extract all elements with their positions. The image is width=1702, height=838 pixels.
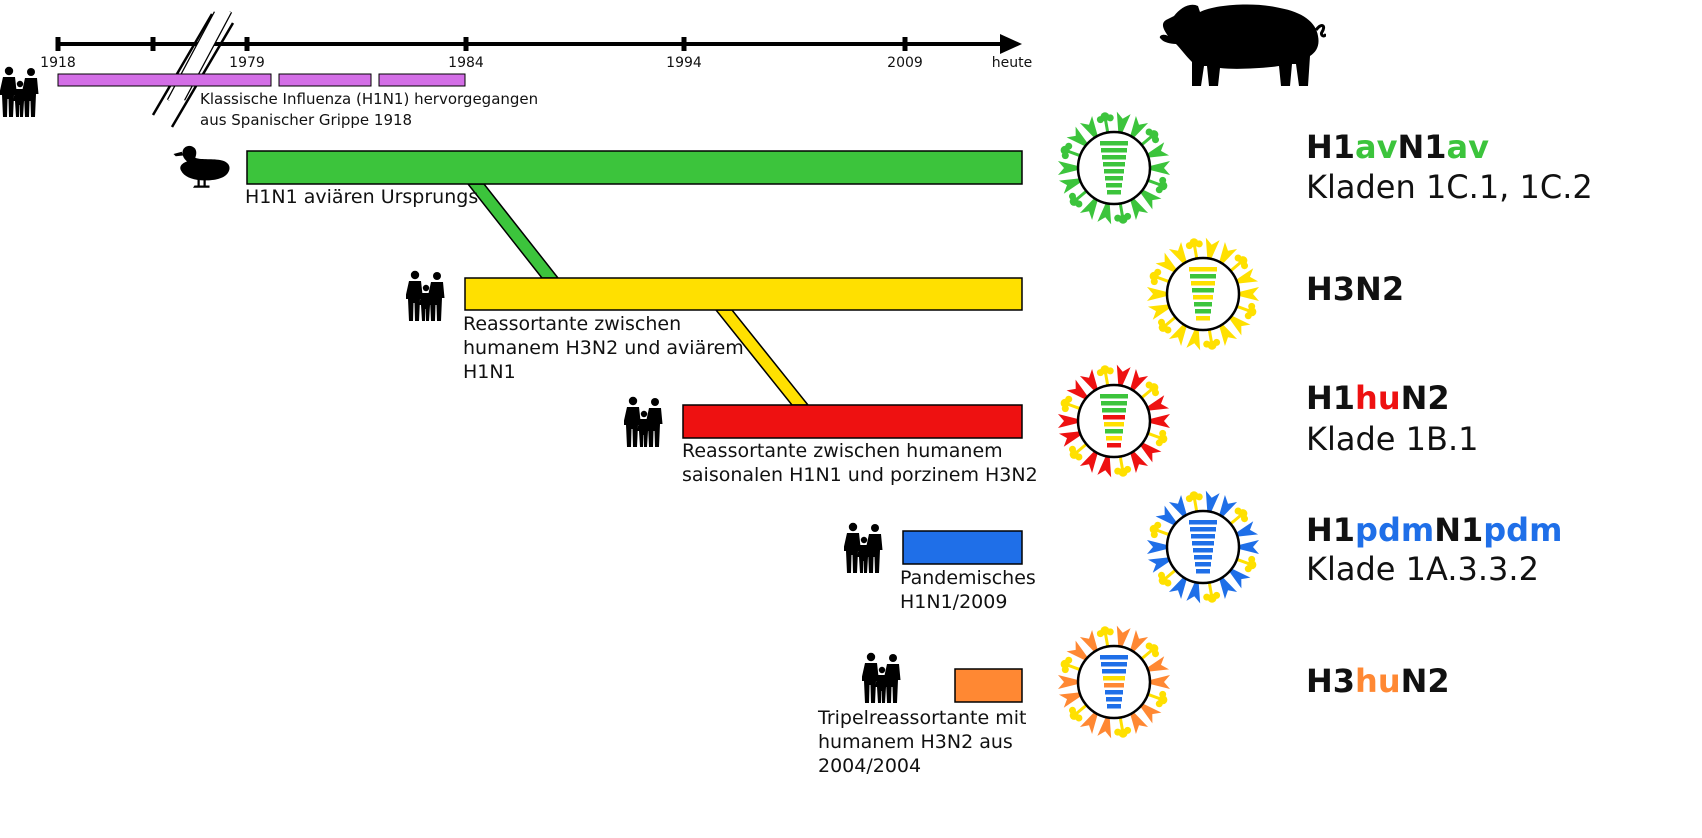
lineage-desc-line: Reassortante zwischen humanem <box>682 440 1003 462</box>
subtype-label: H3N2 <box>1306 270 1404 308</box>
virus-icon <box>1147 237 1259 351</box>
lineage-bar-orange <box>954 668 1023 703</box>
year-label-2009: 2009 <box>887 55 923 71</box>
lineage-h1avn1av: H1N1 aviären Ursprungs H1avN1av Kladen 1… <box>173 111 1593 225</box>
lineage-h1hun2: Reassortante zwischen humanem saisonalen… <box>624 364 1479 486</box>
people-icon <box>862 652 901 703</box>
people-icon <box>406 270 445 321</box>
classic-bar-3 <box>378 73 466 87</box>
lineage-desc-line: humanem H3N2 aus <box>818 731 1013 753</box>
timeline-ticks <box>55 37 908 51</box>
subtype-label: H1huN2 <box>1306 379 1450 417</box>
lineage-h1pdmn1pdm: Pandemisches H1N1/2009 H1pdmN1pdm Klade … <box>844 490 1562 613</box>
virus-icon <box>1147 490 1259 604</box>
people-icon <box>624 396 663 447</box>
classic-bar-1 <box>57 73 272 87</box>
virus-icon <box>1058 625 1170 739</box>
timeline: 1918 1979 1984 1994 2009 heute <box>40 11 1032 128</box>
classic-desc-line-2: aus Spanischer Grippe 1918 <box>200 111 412 129</box>
timeline-break <box>151 11 235 128</box>
pig-icon <box>1158 3 1326 88</box>
duck-icon <box>173 145 230 188</box>
classic-bar-2 <box>278 73 372 87</box>
subtype-label: H1pdmN1pdm <box>1306 511 1562 549</box>
people-icon <box>844 522 883 573</box>
clade-label: Klade 1B.1 <box>1306 420 1479 458</box>
lineage-desc-line: Reassortante zwischen <box>463 313 681 335</box>
lineage-h3n2: Reassortante zwischen humanem H3N2 und a… <box>406 237 1404 383</box>
timeline-arrowhead <box>1000 34 1022 54</box>
subtype-label: H1avN1av <box>1306 128 1489 166</box>
lineage-desc-line: saisonalen H1N1 und porzinem H3N2 <box>682 464 1038 486</box>
lineage-desc-line: 2004/2004 <box>818 755 921 777</box>
people-icon <box>0 66 39 117</box>
lineage-h3hun2: Tripelreassortante mit humanem H3N2 aus … <box>817 625 1450 777</box>
clade-label: Kladen 1C.1, 1C.2 <box>1306 168 1593 206</box>
virus-icon <box>1058 364 1170 478</box>
lineage-bar-red <box>682 404 1023 439</box>
year-label-today: heute <box>992 55 1032 71</box>
lineage-bar-green <box>246 150 1023 185</box>
lineage-desc-line: H1N1 <box>463 361 516 383</box>
lineage-bar-yellow <box>464 277 1023 311</box>
lineage-desc-line: H1N1 aviären Ursprungs <box>245 186 478 208</box>
lineage-bar-blue <box>902 530 1023 565</box>
lineage-desc-line: H1N1/2009 <box>900 591 1007 613</box>
lineage-desc-line: Pandemisches <box>900 567 1036 589</box>
year-label-1979: 1979 <box>229 55 265 71</box>
clade-label: Klade 1A.3.3.2 <box>1306 550 1539 588</box>
connector-green-to-yellow <box>466 183 560 279</box>
lineage-desc-line: humanem H3N2 und aviärem <box>463 337 744 359</box>
subtype-label: H3huN2 <box>1306 662 1450 700</box>
year-label-1918: 1918 <box>40 55 76 71</box>
year-label-1984: 1984 <box>448 55 484 71</box>
virus-icon <box>1058 111 1170 225</box>
lineage-desc-line: Tripelreassortante mit <box>817 707 1026 729</box>
year-label-1994: 1994 <box>666 55 702 71</box>
classic-influenza-row: Klassische Influenza (H1N1) hervorgegang… <box>0 66 538 129</box>
classic-desc-line-1: Klassische Influenza (H1N1) hervorgegang… <box>200 90 538 108</box>
